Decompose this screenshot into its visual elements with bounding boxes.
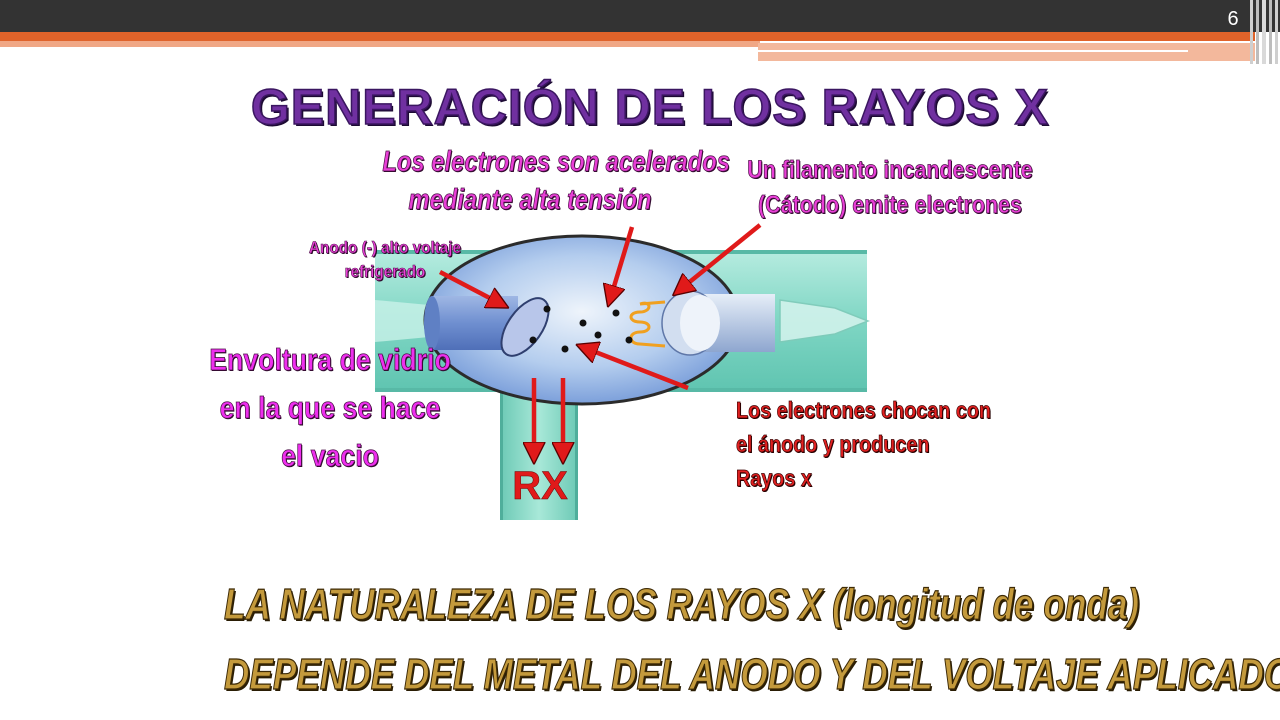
filament-coil xyxy=(629,300,666,348)
electrons xyxy=(529,305,633,353)
arrow-to-filament xyxy=(676,223,762,293)
label-line: el vacio xyxy=(281,438,380,474)
label-line: Rayos x xyxy=(736,465,812,492)
label-line: refrigerado xyxy=(344,262,426,282)
header-accent-stripe-light xyxy=(0,41,760,47)
label-anode: Anodo (-) alto voltaje refrigerado xyxy=(291,236,480,284)
label-line: Envoltura de vidrio xyxy=(209,342,451,378)
header-accent-stripe xyxy=(0,32,1255,41)
label-electron-collision: Los electrones chocan con el ánodo y pro… xyxy=(736,393,1003,495)
header-vertical-stripes xyxy=(1250,0,1278,64)
conclusion-line-2: DEPENDE DEL METAL DEL ANODO Y DEL VOLTAJ… xyxy=(224,649,1280,699)
conclusion-line-1: LA NATURALEZA DE LOS RAYOS X (longitud d… xyxy=(224,579,1140,629)
anode xyxy=(424,296,550,357)
header-accent-block xyxy=(758,43,1255,61)
header-bar xyxy=(0,0,1280,32)
label-electrons-accelerated: Los electrones son acelerados mediante a… xyxy=(382,143,731,219)
label-line: (Cátodo) emite electrones xyxy=(757,191,1023,220)
arrow-to-electrons xyxy=(609,226,635,303)
label-line: mediante alta tensión xyxy=(408,184,652,217)
label-line: Un filamento incandescente xyxy=(747,156,1033,185)
label-line: el ánodo y producen xyxy=(736,431,930,458)
label-line: Anodo (-) alto voltaje xyxy=(308,238,462,258)
cathode xyxy=(629,290,775,356)
header-accent-line xyxy=(758,50,1188,52)
arrow-to-anode xyxy=(438,270,505,306)
page-number: 6 xyxy=(1227,8,1239,30)
label-line: Los electrones son acelerados xyxy=(382,146,731,179)
arrow-to-collision xyxy=(580,346,689,391)
label-filament-cathode: Un filamento incandescente (Cátodo) emit… xyxy=(744,153,1036,223)
label-rx: RX xyxy=(512,464,568,509)
label-glass-envelope: Envoltura de vidrio en la que se hace el… xyxy=(205,336,454,480)
label-line: en la que se hace xyxy=(219,390,441,426)
slide-title: GENERACIÓN DE LOS RAYOS X xyxy=(250,78,1050,136)
label-line: Los electrones chocan con xyxy=(736,397,992,424)
